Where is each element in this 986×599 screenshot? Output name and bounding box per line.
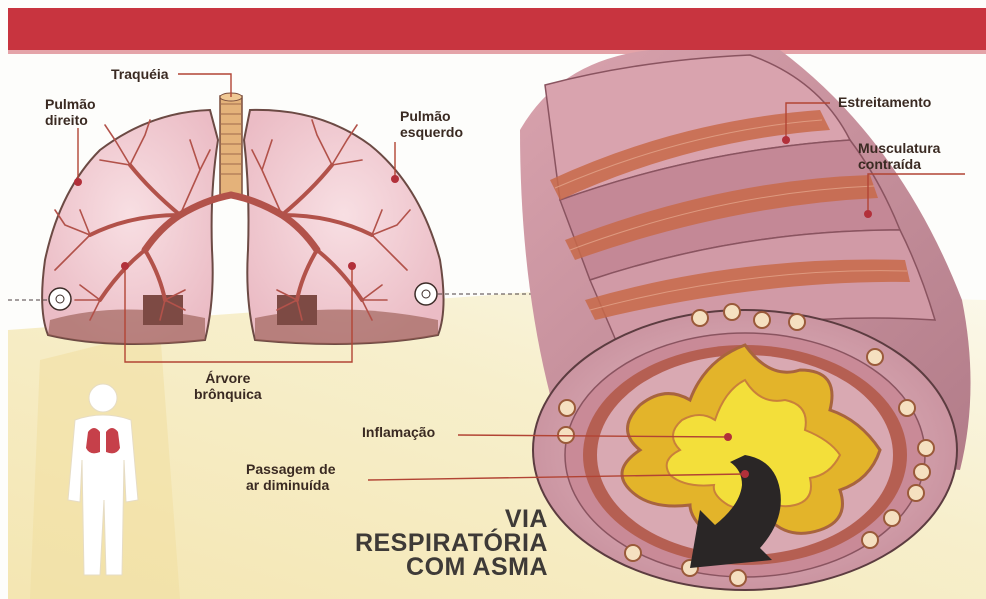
- alveoli-marker-right: [415, 283, 437, 305]
- trachea: [220, 93, 242, 196]
- title-line-3: COM ASMA: [330, 555, 548, 579]
- alveoli-marker-left: [49, 288, 71, 310]
- label-contracted-muscle: Musculatura contraída: [858, 140, 940, 172]
- label-inflammation: Inflamação: [362, 424, 435, 440]
- top-banner: [8, 8, 986, 50]
- label-narrowing: Estreitamento: [838, 94, 931, 110]
- diagram-title: VIA RESPIRATÓRIA COM ASMA: [330, 507, 548, 579]
- title-line-2: RESPIRATÓRIA: [330, 531, 548, 555]
- lungs-illustration: [42, 93, 443, 344]
- label-left-lung: Pulmão esquerdo: [400, 108, 463, 140]
- label-right-lung: Pulmão direito: [45, 96, 96, 128]
- label-reduced-airflow: Passagem de ar diminuída: [246, 461, 336, 493]
- title-line-1: VIA: [330, 507, 548, 531]
- label-trachea: Traquéia: [111, 66, 169, 82]
- label-bronchial-tree: Árvore brônquica: [194, 370, 262, 402]
